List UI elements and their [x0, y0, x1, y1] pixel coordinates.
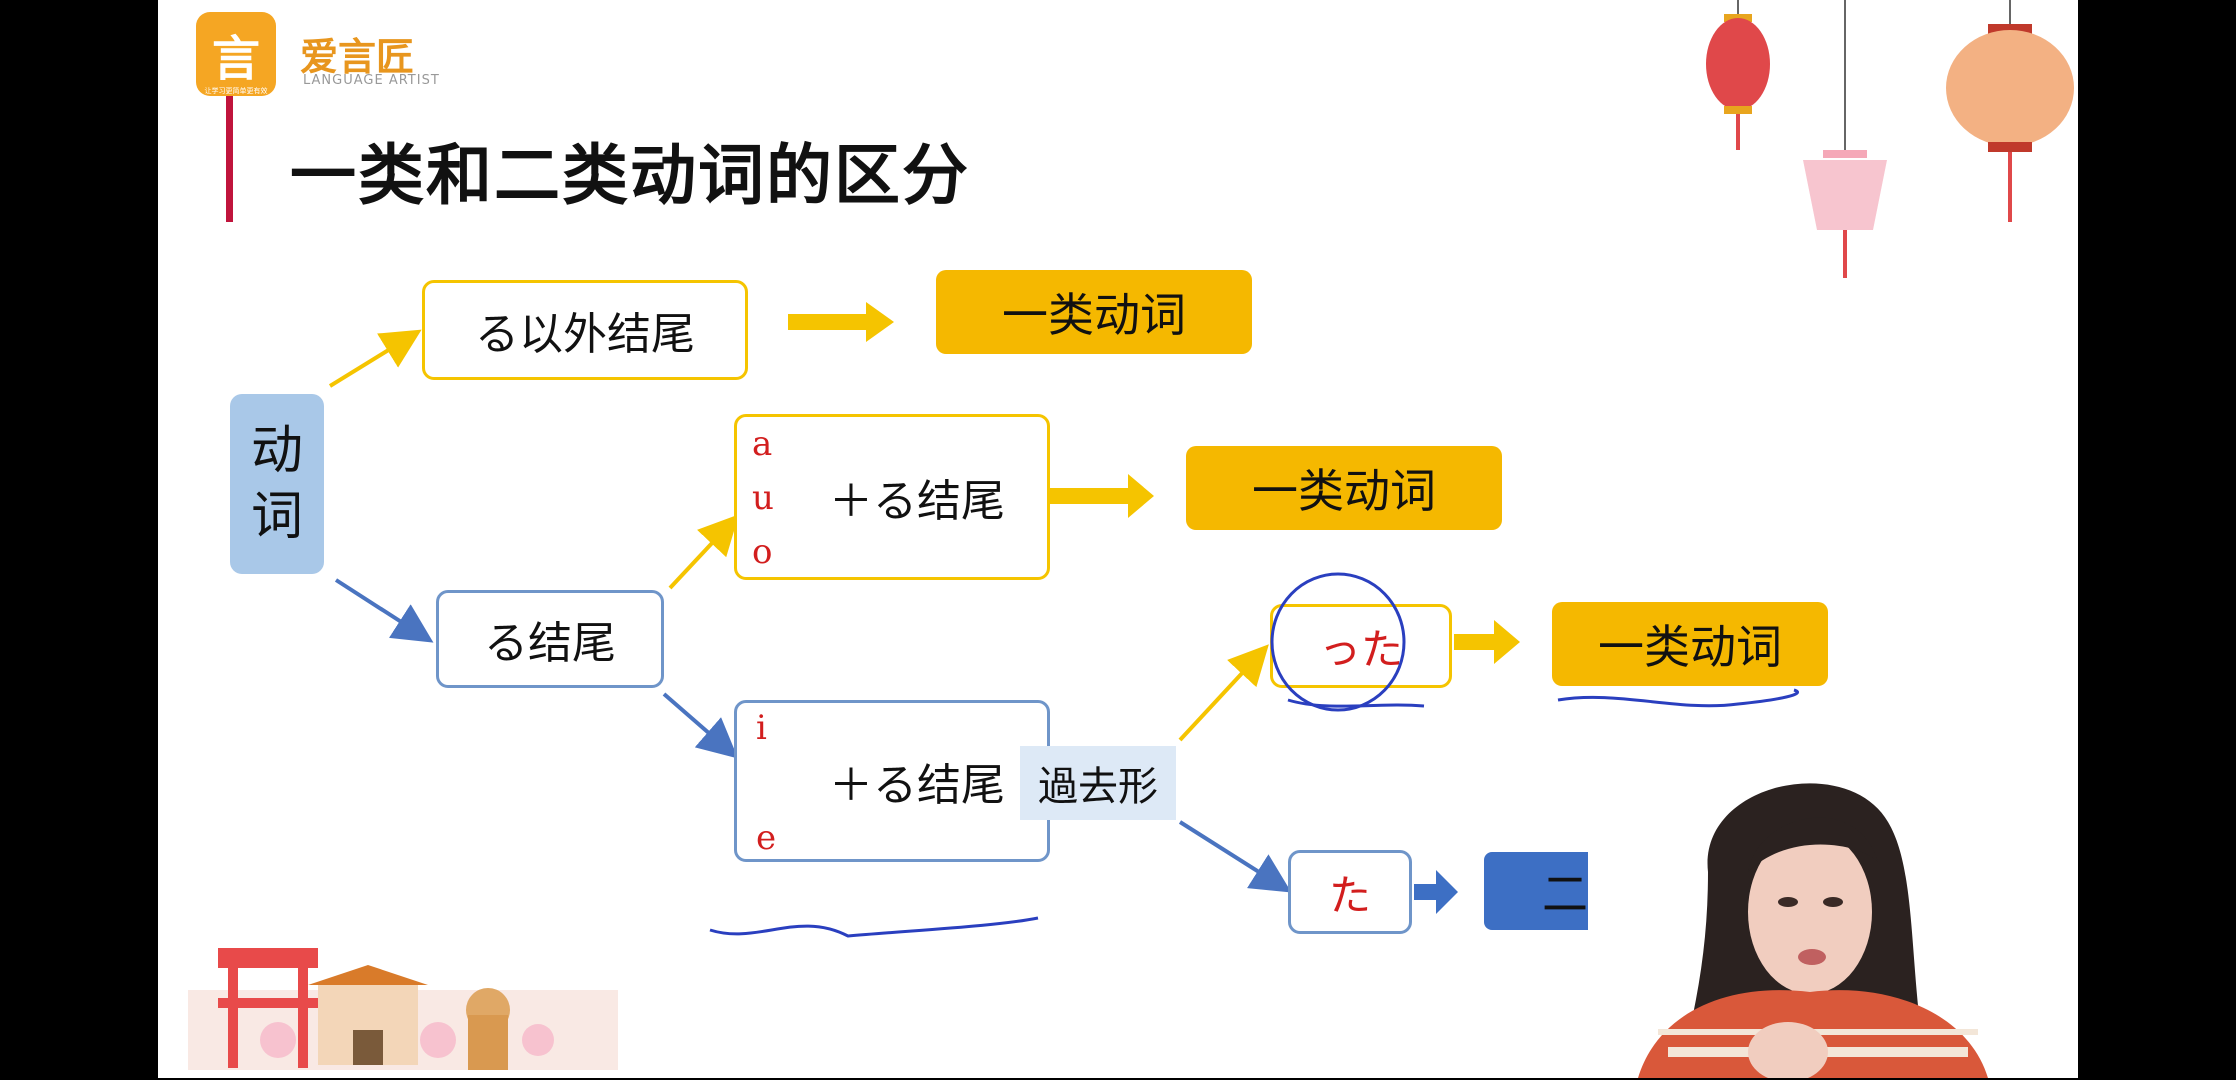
past-form-text: 過去形: [1038, 764, 1158, 810]
block-arrow-1: [788, 302, 894, 342]
tta-node: った: [1270, 604, 1452, 688]
ta-label: た: [1328, 870, 1371, 920]
ink-annotations: [709, 572, 1799, 938]
brand-subname: LANGUAGE ARTIST: [303, 73, 440, 88]
not-ru-ending-label: る以外结尾: [475, 309, 695, 360]
presenter-icon: [1588, 752, 2078, 1078]
result-type1-c: 一类动词: [1552, 602, 1828, 686]
arrow-ru-to-ie: [662, 692, 739, 759]
not-ru-ending-node: る以外结尾: [422, 280, 748, 380]
flow-arrows: [328, 302, 1520, 914]
temple-illustration-icon: [188, 948, 618, 1070]
auo-ru-node: ＋る结尾: [734, 414, 1050, 580]
tta-label: った: [1318, 624, 1403, 674]
lantern-red-icon: [1706, 0, 1770, 150]
vowel-o: o: [752, 532, 773, 572]
ta-node: た: [1288, 850, 1412, 934]
verb-label: 动 词: [250, 421, 303, 547]
vowel-u: u: [752, 478, 774, 518]
ink-underline-tta: [1287, 698, 1425, 708]
ru-ending-node: る结尾: [436, 590, 664, 688]
block-arrow-3: [1454, 620, 1520, 664]
lantern-orange-icon: [1946, 0, 2074, 222]
page-title: 一类和二类动词的区分: [290, 137, 970, 214]
presenter-video: [1588, 752, 2078, 1078]
ie-ru-node: ＋る结尾: [734, 700, 1050, 862]
logo-tagline: 让学习更简单更有效: [204, 87, 268, 95]
block-arrow-4: [1414, 870, 1458, 914]
vowel-a: a: [752, 424, 773, 464]
result-type1-a: 一类动词: [936, 270, 1252, 354]
logo-badge: 言: [196, 12, 276, 96]
logo-glyph: 言: [211, 31, 260, 87]
result-type1-a-label: 一类动词: [1002, 288, 1186, 342]
ie-ru-label: ＋る结尾: [829, 760, 1005, 811]
lantern-pink-icon: [1803, 0, 1887, 278]
title-accent-bar: [226, 96, 233, 222]
ink-underline-result: [1557, 688, 1799, 708]
arrow-ru-to-auo: [668, 514, 739, 590]
arrow-past-to-tta: [1178, 644, 1269, 742]
vowel-i: i: [756, 708, 767, 748]
past-form-label: 過去形: [1020, 746, 1176, 820]
ink-underline-ie: [709, 916, 1039, 938]
block-arrow-2: [1048, 474, 1154, 518]
decorations: [188, 0, 2074, 1070]
arrow-verb-to-not-ru: [328, 329, 422, 388]
brand-name: 爱言匠: [300, 35, 415, 79]
ru-ending-label: る结尾: [484, 618, 616, 669]
arrow-verb-to-ru: [334, 578, 434, 643]
verb-node: 动 词: [230, 394, 324, 574]
result-type1-b: 一类动词: [1186, 446, 1502, 530]
vowel-e: e: [756, 818, 777, 858]
auo-ru-label: ＋る结尾: [829, 476, 1005, 527]
result-type1-c-label: 一类动词: [1598, 620, 1782, 674]
slide: 言 让学习更简单更有效 爱言匠 LANGUAGE ARTIST 一类和二类动词的…: [158, 0, 2078, 1078]
result-type1-b-label: 一类动词: [1252, 464, 1436, 518]
arrow-past-to-ta: [1178, 820, 1292, 893]
ink-circle-tta: [1270, 572, 1406, 712]
